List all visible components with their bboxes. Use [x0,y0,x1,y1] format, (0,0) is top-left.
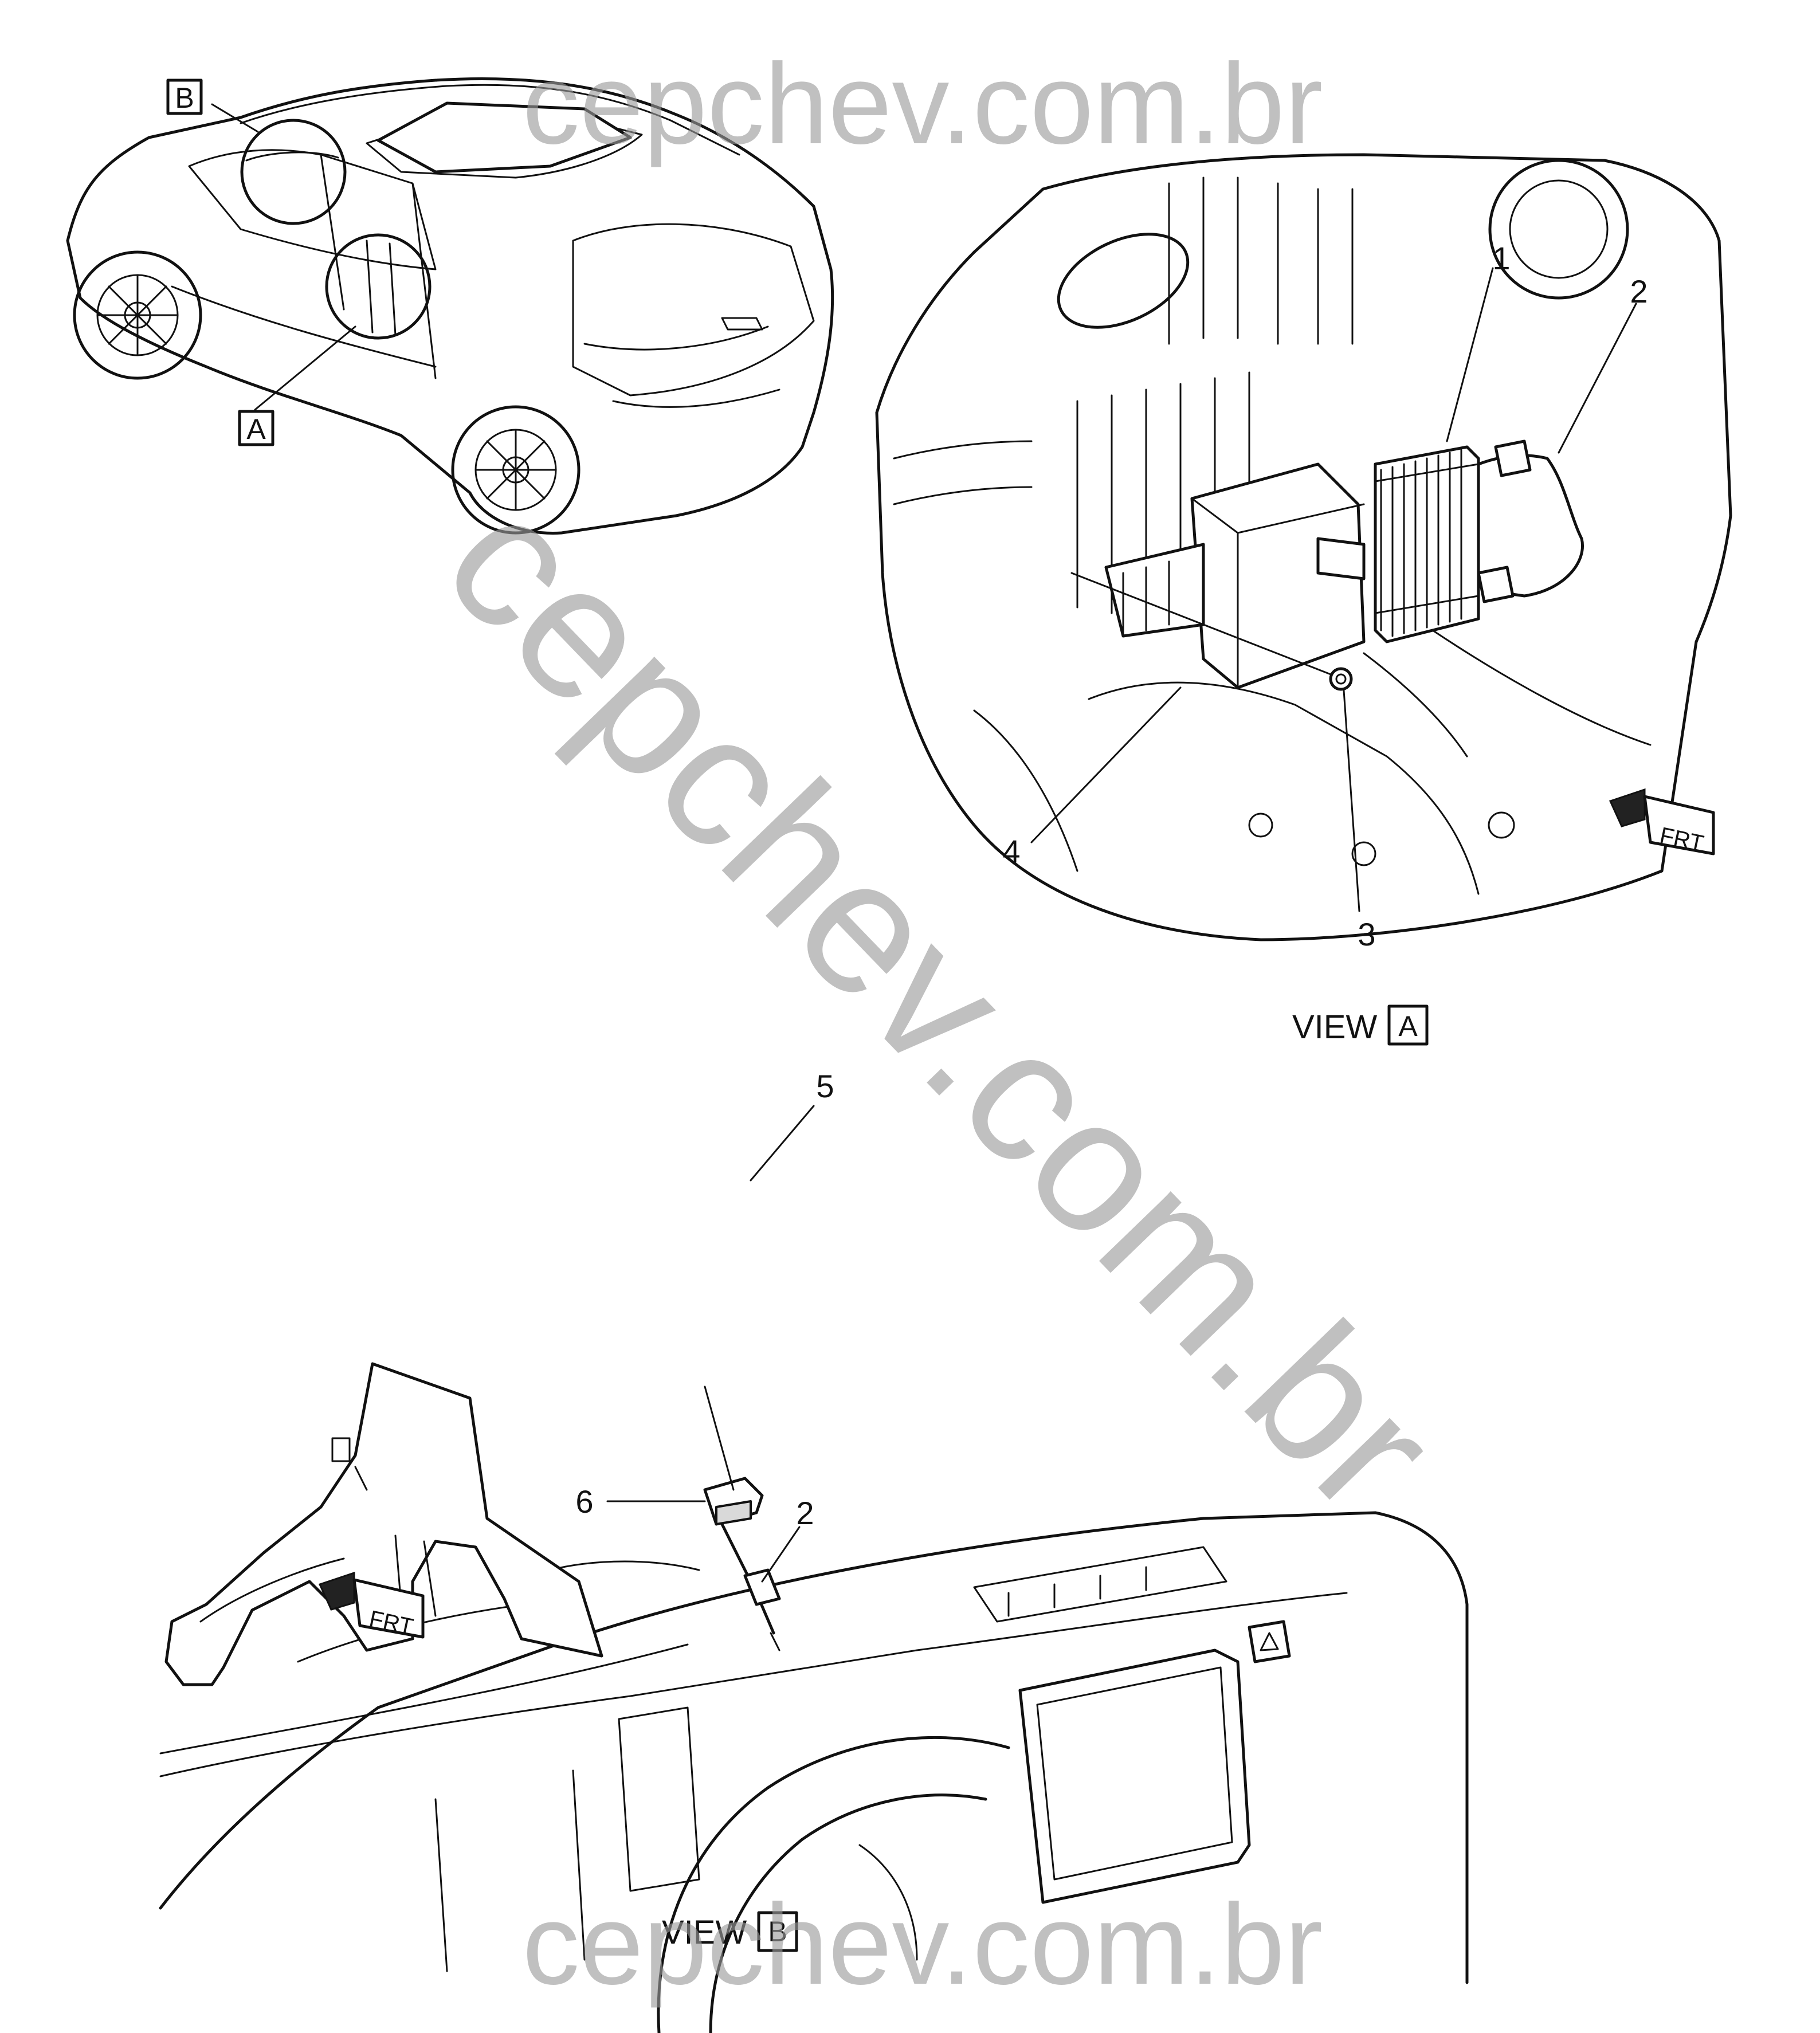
infotainment-screen [1018,1649,1251,1904]
callout-1: 1 [1492,240,1510,276]
callout-3: 3 [1358,916,1375,952]
callout-2-view-a: 2 [1630,273,1648,309]
view-b-label-prefix: VIEW [662,1914,747,1951]
view-a-label-prefix: VIEW [1292,1008,1377,1046]
detail-circle-a [325,233,432,340]
harness-connector-b [743,1568,781,1606]
upper-trim-panel [164,1362,603,1686]
callout-4: 4 [1002,833,1020,869]
view-b-label-box-text: B [768,1916,787,1948]
callout-2-view-b: 2 [796,1495,814,1531]
harness-connector-lower [1477,566,1515,603]
front-direction-indicator-a: FRT [1609,788,1715,857]
view-a-illustration: 1 2 3 4 FRT VIEW A [875,153,1732,1046]
front-direction-indicator-b: FRT [318,1571,425,1640]
view-a-label-box-text: A [1398,1010,1418,1042]
harness-connector-upper [1494,439,1532,477]
detail-circle-b [240,119,347,225]
view-a-label-box [1387,1004,1429,1046]
bracket [1190,462,1366,689]
watermark-top: cepchev.com.br [523,40,1323,168]
vehicle-overview: B A [66,77,834,535]
view-marker-b: B [175,82,194,114]
view-marker-a-box [238,410,274,446]
view-b-label-box [757,1911,798,1952]
view-marker-a: A [246,413,266,445]
view-marker-b-box [166,79,203,115]
nut [1329,667,1353,691]
callout-5: 5 [816,1068,834,1104]
watermark-bottom: cepchev.com.br [523,1881,1323,2008]
callout-6: 6 [575,1483,593,1520]
view-b-illustration: 5 6 2 FRT VIEW B [159,1068,1469,2033]
